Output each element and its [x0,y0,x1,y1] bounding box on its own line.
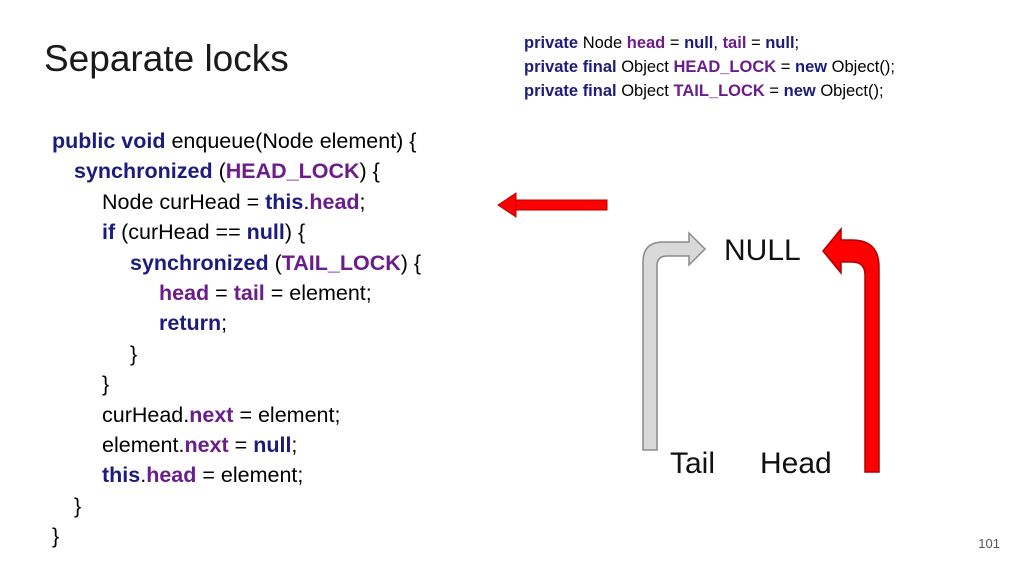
code-text: ; [359,189,366,214]
code-text: ; [291,432,298,457]
code-keyword: synchronized [74,159,213,184]
enqueue-code-block: public void enqueue(Node element) {synch… [52,126,421,551]
code-text: = [776,58,795,76]
code-text: Object [616,82,674,100]
code-line: } [52,521,421,551]
page-number: 101 [978,536,1000,551]
code-line: element.next = null; [52,430,421,460]
code-keyword: new [783,82,816,100]
code-keyword: return [159,311,222,336]
code-text: element. [102,432,185,457]
code-line: return; [52,308,421,338]
code-identifier: next [184,432,229,457]
code-keyword: if [102,220,116,245]
code-keyword: null [253,432,292,457]
code-identifier: HEAD_LOCK [225,159,360,184]
code-keyword: synchronized [130,250,269,275]
code-line: if (curHead == null) { [52,217,421,247]
code-text: ( [268,250,282,275]
current-line-arrow [497,192,608,218]
code-text: = element; [264,280,372,305]
code-text: (curHead == [115,220,247,245]
code-line: Node curHead = this.head; [52,187,421,217]
code-text: = element; [233,402,341,427]
code-text: = [746,34,766,52]
code-text: ) { [359,159,380,184]
code-identifier: head [146,463,197,488]
code-keyword: null [246,220,285,245]
code-keyword: null [684,34,714,52]
code-text: . [303,189,310,214]
declaration-line: private final Object HEAD_LOCK = new Obj… [524,55,895,79]
code-text: Node curHead = [102,189,266,214]
code-text: ; [221,311,228,336]
tail-label: Tail [670,447,716,480]
code-text: Object(); [815,82,884,100]
code-text: } [102,372,110,397]
code-text: Node [578,34,627,52]
code-text: Object [616,58,674,76]
field-declarations: private Node head = null, tail = null;pr… [524,31,895,103]
code-line: } [52,369,421,399]
code-identifier: next [189,402,234,427]
code-keyword: private [524,34,579,52]
declaration-line: private Node head = null, tail = null; [524,31,895,55]
code-line: head = tail = element; [52,278,421,308]
code-keyword: this [102,463,141,488]
code-identifier: tail [233,280,265,305]
code-identifier: tail [722,34,747,52]
null-label: NULL [724,234,801,267]
code-text: } [52,524,60,549]
code-text: . [140,463,147,488]
code-identifier: TAIL_LOCK [281,250,401,275]
code-line: } [52,491,421,521]
code-identifier: head [159,280,210,305]
code-line: this.head = element; [52,460,421,490]
code-text: = element; [196,463,304,488]
code-line: synchronized (TAIL_LOCK) { [52,248,421,278]
code-keyword: this [265,189,304,214]
slide-title: Separate locks [44,38,289,79]
code-text: Object(); [827,58,895,76]
code-identifier: HEAD_LOCK [673,58,777,76]
code-keyword: private final [524,82,617,100]
declaration-line: private final Object TAIL_LOCK = new Obj… [524,79,895,103]
code-keyword: new [794,58,828,76]
code-text: = [764,82,784,100]
code-text: , [713,34,723,52]
head-pointer-arrow [822,226,880,473]
code-text: = [209,280,234,305]
code-text: enqueue(Node element) { [165,129,417,153]
code-text: = [665,34,685,52]
code-line: } [52,339,421,369]
code-keyword: private final [524,58,617,76]
code-line: curHead.next = element; [52,400,421,430]
code-identifier: head [309,189,360,214]
code-text: = [228,432,254,457]
tail-pointer-arrow [642,231,707,451]
code-text: ) { [284,220,306,245]
code-keyword: public void [52,129,166,153]
code-text: ( [212,159,226,184]
code-identifier: head [626,34,666,52]
code-line: public void enqueue(Node element) { [52,126,421,156]
head-label: Head [760,447,832,480]
code-text: ) { [400,250,422,275]
code-keyword: null [765,34,795,52]
code-text: ; [794,34,800,52]
code-text: curHead. [102,402,190,427]
code-line: synchronized (HEAD_LOCK) { [52,156,421,186]
code-text: } [74,493,82,518]
code-identifier: TAIL_LOCK [673,82,765,100]
code-text: } [130,341,138,366]
